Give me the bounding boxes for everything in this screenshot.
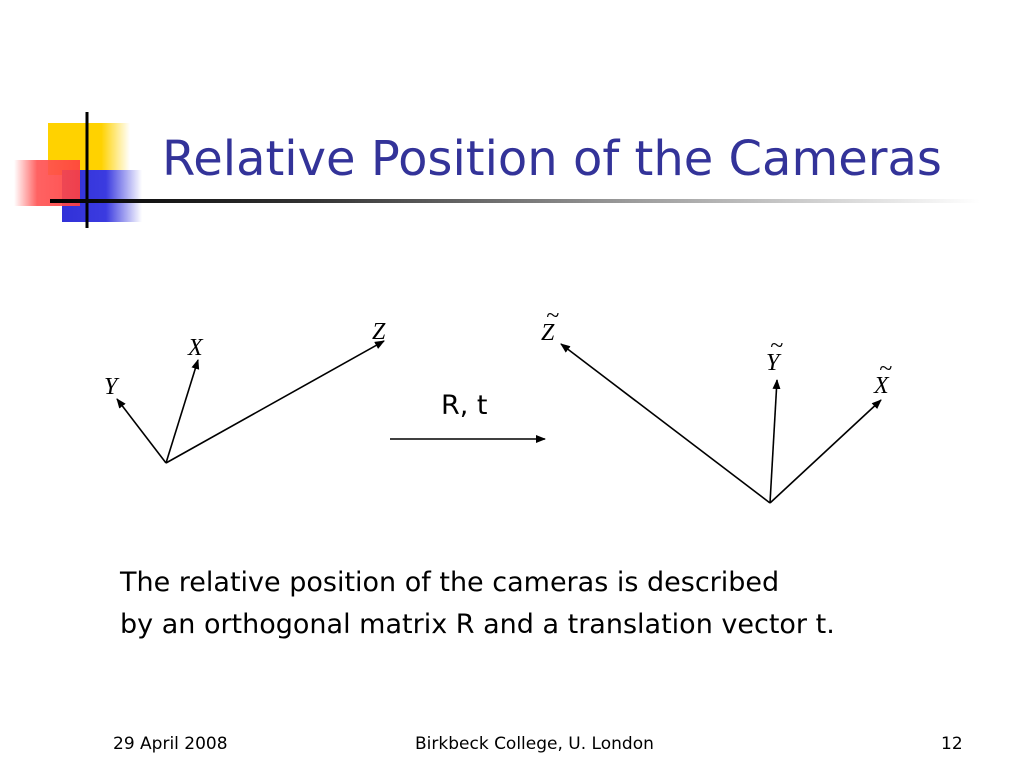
right-z-tilde: ~ xyxy=(546,303,559,329)
footer-date: 29 April 2008 xyxy=(113,734,228,754)
transform-arrow-group: R, t xyxy=(390,390,546,443)
right-y-tilde: ~ xyxy=(770,333,783,359)
left-y-axis xyxy=(116,398,167,464)
left-x-axis-label: X xyxy=(187,335,204,361)
right-x-axis xyxy=(769,399,882,504)
right-camera-frame: Z ~ Y ~ X ~ xyxy=(541,303,892,504)
left-y-axis-label: Y xyxy=(104,374,120,400)
right-z-axis-label: Z xyxy=(541,320,555,346)
right-x-tilde: ~ xyxy=(879,356,892,382)
description-text: The relative position of the cameras is … xyxy=(120,562,835,646)
right-z-axis xyxy=(560,343,771,504)
left-x-axis xyxy=(165,359,200,464)
slide-title: Relative Position of the Cameras xyxy=(162,131,942,187)
footer-page-number: 12 xyxy=(941,734,963,754)
logo-red-square xyxy=(14,160,80,206)
left-z-axis xyxy=(165,340,385,464)
left-z-axis-label: Z xyxy=(372,319,386,345)
footer-institution: Birkbeck College, U. London xyxy=(415,734,654,754)
right-y-axis xyxy=(769,379,781,504)
title-underline xyxy=(50,199,980,203)
transform-label: R, t xyxy=(441,390,488,421)
description-line-2: by an orthogonal matrix R and a translat… xyxy=(120,609,835,640)
right-x-axis-label: X xyxy=(873,373,890,399)
description-line-1: The relative position of the cameras is … xyxy=(120,567,780,598)
left-camera-frame: Y X Z xyxy=(104,319,386,464)
right-y-axis-label: Y xyxy=(766,350,782,376)
